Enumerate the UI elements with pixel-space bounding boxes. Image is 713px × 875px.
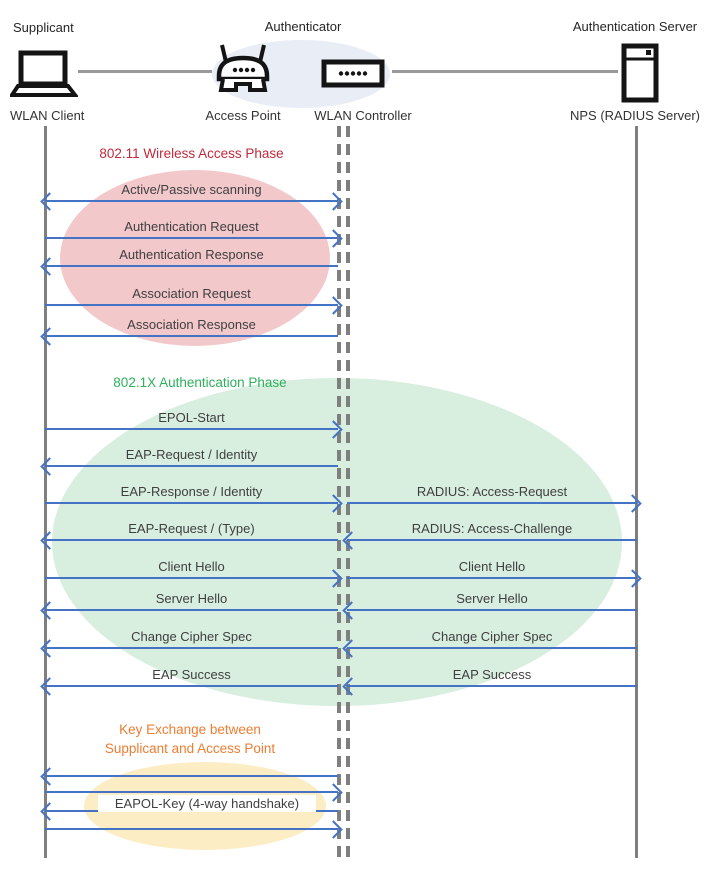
- lifeline-nps-server: [635, 126, 638, 858]
- access-point-icon: [216, 44, 270, 92]
- wlan-controller-icon: [321, 59, 385, 88]
- laptop-icon: [10, 50, 78, 97]
- role-authenticator-label: Authenticator: [264, 19, 342, 34]
- lifeline-wlan-controller-left: [337, 126, 341, 858]
- key-exchange-phase-title-line1: Key Exchange between: [119, 722, 261, 737]
- server-icon: [621, 43, 659, 103]
- wireless-access-phase-title: 802.11 Wireless Access Phase: [99, 146, 284, 161]
- wireless-access-phase-ellipse: [60, 170, 330, 346]
- connector-line-left: [78, 70, 212, 73]
- nps-radius-server-label: NPS (RADIUS Server): [569, 108, 701, 123]
- connector-line-right: [392, 70, 618, 73]
- role-supplicant-label: Supplicant: [13, 20, 74, 35]
- lifeline-wlan-controller-right: [346, 126, 350, 858]
- role-auth-server-label: Authentication Server: [572, 19, 698, 34]
- access-point-label: Access Point: [205, 108, 281, 123]
- lifeline-wlan-client: [44, 126, 47, 858]
- authentication-phase-title: 802.1X Authentication Phase: [113, 375, 287, 390]
- eapol-key-handshake-label: EAPOL-Key (4-way handshake): [98, 795, 316, 812]
- key-exchange-phase-title-line2: Supplicant and Access Point: [104, 741, 276, 756]
- wlan-controller-label: WLAN Controller: [314, 108, 412, 123]
- wlan-client-label: WLAN Client: [10, 108, 85, 123]
